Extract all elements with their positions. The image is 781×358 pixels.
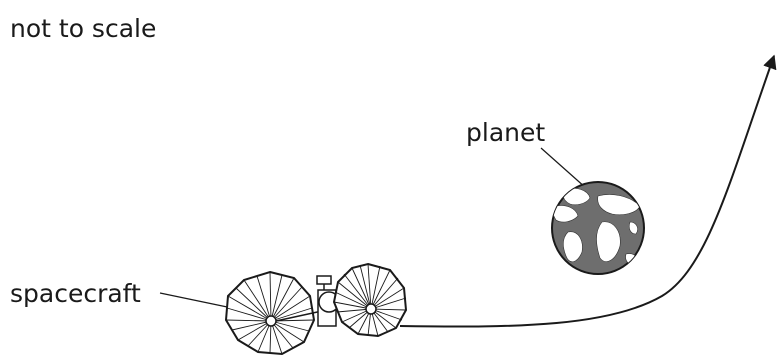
planet-globe [552,182,644,274]
planet-leader-line [541,148,586,188]
left-solar-panel [226,272,314,354]
spacecraft-leader-line [160,293,232,308]
spacecraft [226,264,406,354]
right-solar-panel [334,264,406,336]
antenna [317,276,331,284]
